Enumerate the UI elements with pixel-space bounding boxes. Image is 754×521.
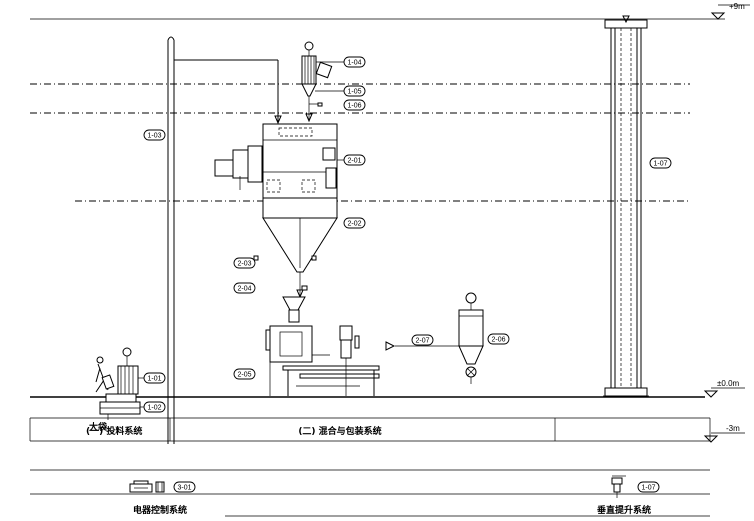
svg-text:1-06: 1-06 <box>347 103 361 110</box>
svg-text:2-02: 2-02 <box>347 221 361 228</box>
svg-text:1-07: 1-07 <box>641 485 655 492</box>
svg-text:2-07: 2-07 <box>415 338 429 345</box>
conveying-pipe <box>167 36 282 444</box>
svg-text:1-01: 1-01 <box>147 376 161 383</box>
svg-text:1-05: 1-05 <box>347 89 361 96</box>
bag-label: 大袋 <box>89 421 108 433</box>
level-text-top: +9m <box>729 2 745 11</box>
svg-text:1-03: 1-03 <box>147 133 161 140</box>
lifting-system-caption: 垂直提升系统 <box>597 504 651 516</box>
packing-machine <box>265 296 380 396</box>
level-marker-ground: ±0.0m <box>703 379 745 398</box>
electrical-system-caption: 电器控制系统 <box>133 504 187 516</box>
svg-text:1-02: 1-02 <box>147 405 161 412</box>
feeding-system-caption: (一) 投料系统 <box>86 425 142 437</box>
label-3-01: 3-01 <box>173 481 196 493</box>
label-1-07: 1-07 <box>649 157 672 169</box>
mixing-system-caption: (二) 混合与包装系统 <box>298 425 381 437</box>
label-1-05: 1-05 <box>343 85 366 97</box>
cyclone-collector <box>385 292 484 384</box>
level-text-bottom: -3m <box>726 424 740 433</box>
svg-text:1-07: 1-07 <box>653 161 667 168</box>
label-1-04: 1-04 <box>343 56 366 68</box>
lift-motor <box>611 475 626 498</box>
label-1-02: 1-02 <box>143 401 166 413</box>
svg-text:3-01: 3-01 <box>177 485 191 492</box>
label-1-07-bottom: 1-07 <box>637 481 660 493</box>
level-text-ground: ±0.0m <box>717 379 740 388</box>
svg-text:2-01: 2-01 <box>347 158 361 165</box>
feeding-station <box>95 347 141 420</box>
svg-text:1-04: 1-04 <box>347 60 361 67</box>
vertical-lift <box>603 15 649 397</box>
label-2-06: 2-06 <box>487 333 510 345</box>
label-2-01: 2-01 <box>343 154 366 166</box>
label-2-07: 2-07 <box>411 334 434 346</box>
mixer <box>214 123 338 199</box>
svg-text:2-05: 2-05 <box>237 372 251 379</box>
label-2-04: 2-04 <box>233 282 256 294</box>
svg-text:2-03: 2-03 <box>237 261 251 268</box>
label-2-02: 2-02 <box>343 217 366 229</box>
discharge-hopper <box>253 197 338 299</box>
level-lines <box>29 18 725 517</box>
svg-text:2-04: 2-04 <box>237 286 251 293</box>
label-1-06: 1-06 <box>343 99 366 111</box>
top-filter <box>301 41 333 123</box>
equipment-labels: 1-04 1-05 1-06 1-03 2-01 2-02 2-03 2-04 … <box>138 56 672 493</box>
level-marker-top: +9m <box>710 2 750 20</box>
label-1-01: 1-01 <box>143 372 166 384</box>
label-2-03: 2-03 <box>233 257 256 269</box>
label-1-03: 1-03 <box>143 129 166 141</box>
electrical-cabinet <box>129 480 165 493</box>
level-marker-bottom: -3m <box>703 424 745 443</box>
svg-text:2-06: 2-06 <box>491 337 505 344</box>
label-2-05: 2-05 <box>233 368 256 380</box>
